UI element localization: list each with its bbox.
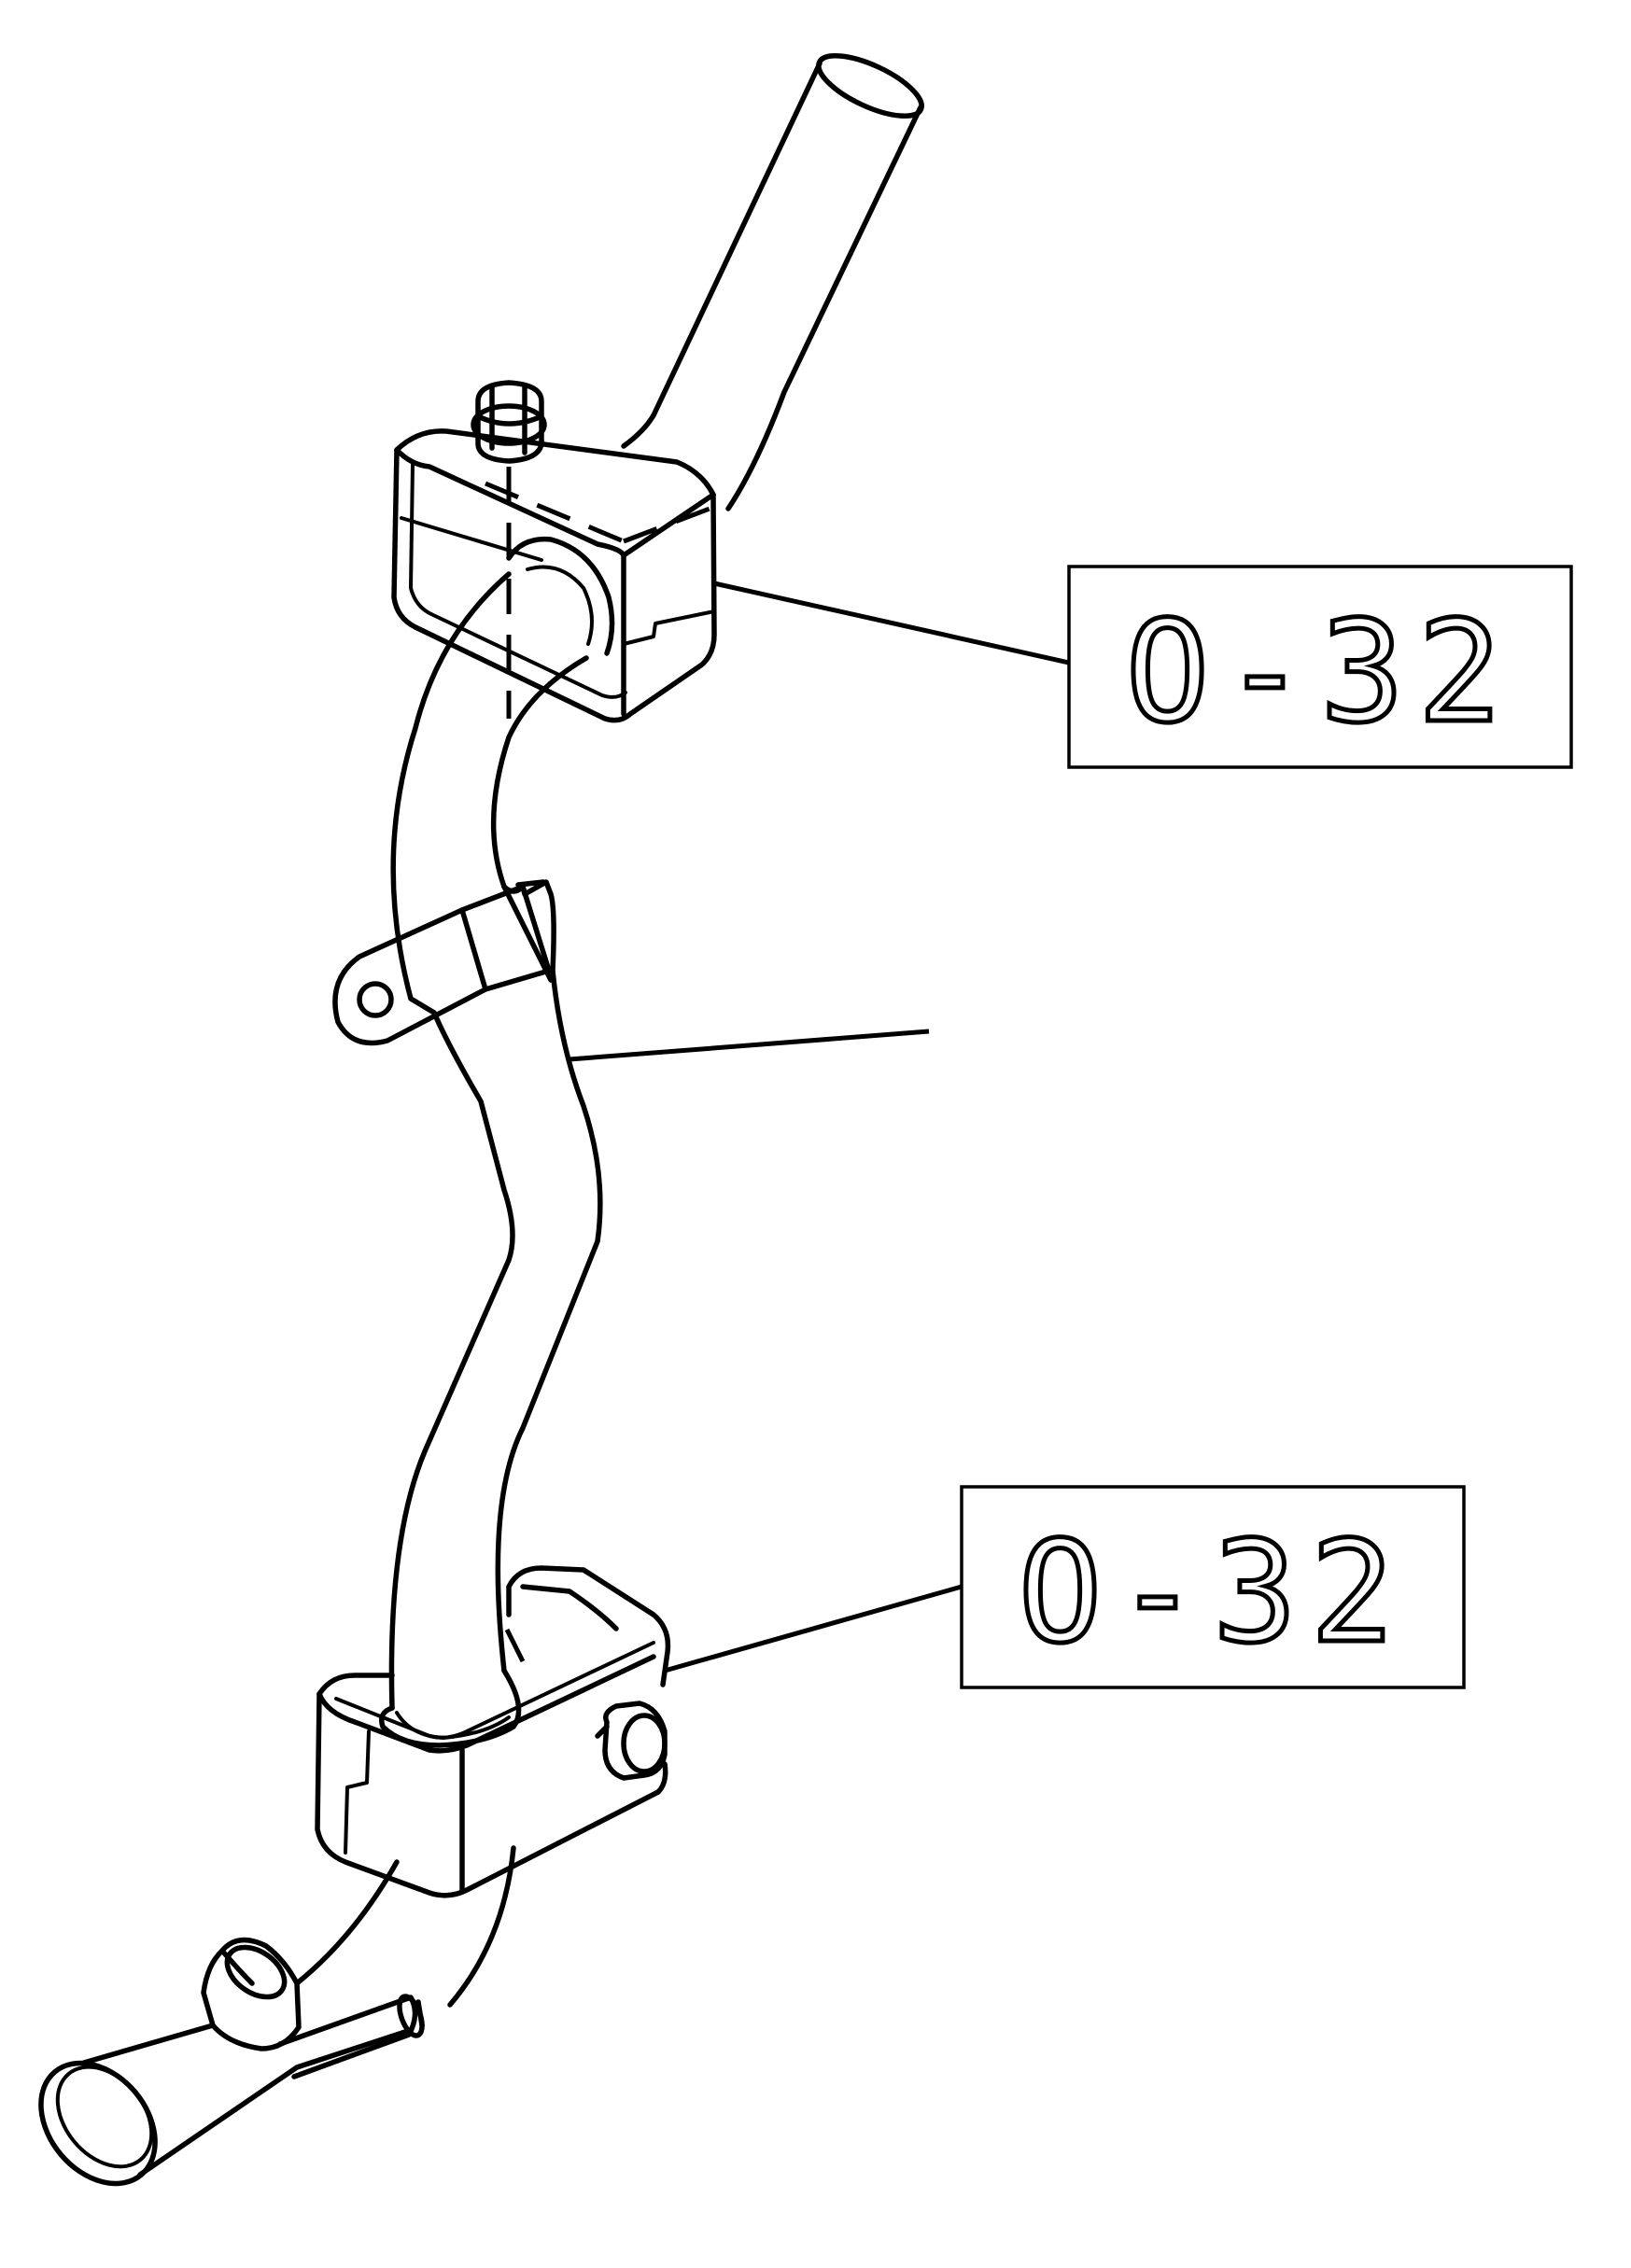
callout-box-upper [1067, 565, 1573, 769]
lower-pipe-opening [379, 1668, 522, 1748]
mid-bracket [332, 879, 556, 1046]
upper-pipe-outlet [621, 52, 924, 511]
lower-pipe [38, 1845, 516, 2187]
callout-box-lower [960, 1485, 1466, 1689]
callout-upper: O-32 [713, 565, 1573, 769]
lower-clamp-bolt [595, 1701, 668, 1781]
leader-line-middle [569, 1029, 930, 1062]
leader-line-lower [664, 1584, 963, 1673]
leader-line-upper [713, 581, 1070, 665]
upper-clamp-bolt [471, 380, 547, 464]
main-pipe [388, 536, 615, 1711]
callout-lower: O-32 [664, 1485, 1466, 1689]
upper-clamp-block [391, 428, 717, 723]
callout-label-lower: O-32 [1018, 1512, 1407, 1674]
callout-label-upper: O-32 [1125, 592, 1514, 754]
lower-clamp-block [315, 1565, 671, 1898]
